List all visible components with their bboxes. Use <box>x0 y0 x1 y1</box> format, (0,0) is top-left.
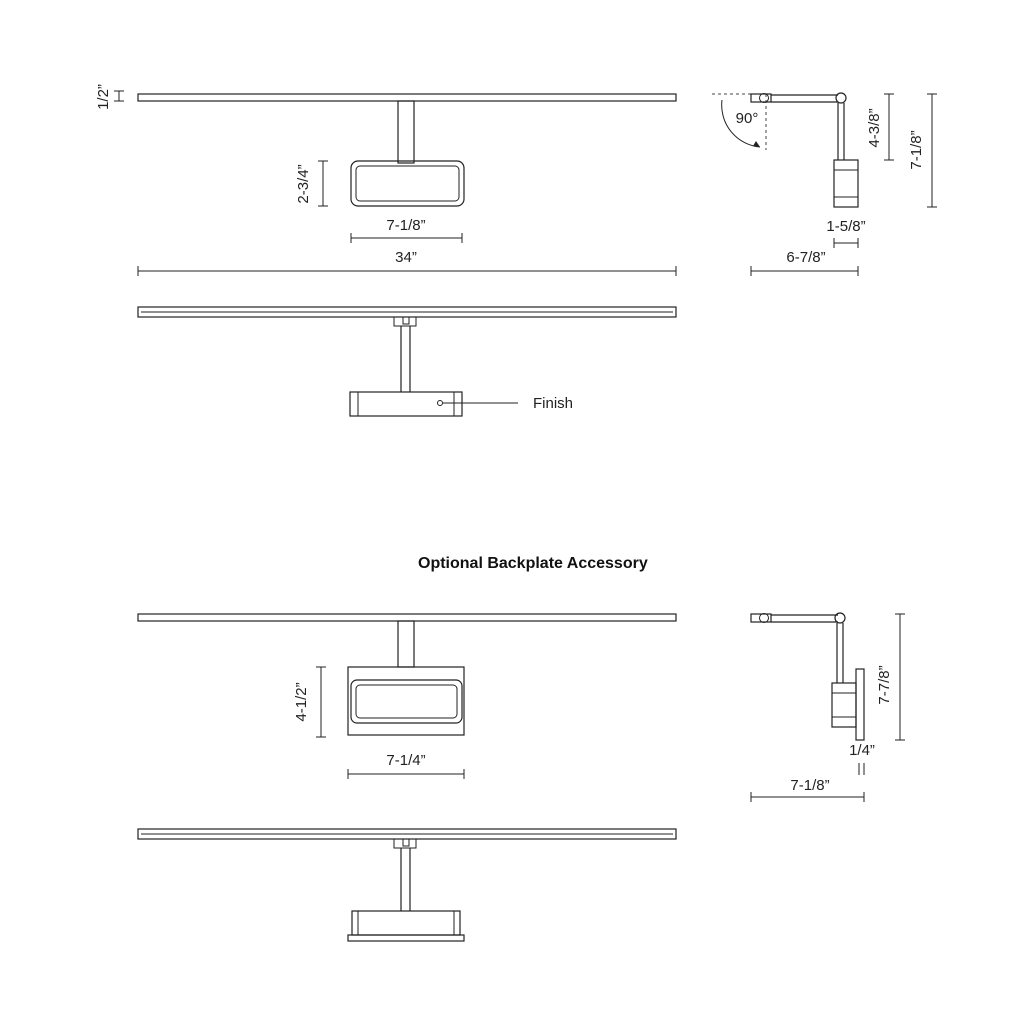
head-depth-label: 1-5/8” <box>826 218 865 235</box>
bar-thickness-label: 1/2” <box>95 84 112 110</box>
rear-view: Finish <box>137 306 677 417</box>
acc-side-backplate <box>855 668 865 741</box>
accessory-title: Optional Backplate Accessory <box>418 555 648 572</box>
arm-pivot <box>835 92 847 104</box>
dim-backplate-width: 7-1/4” <box>347 752 465 779</box>
rear-head <box>349 391 463 417</box>
dim-head-height: 2-3/4” <box>295 160 328 207</box>
dim-acc-projection: 7-1/8” <box>750 777 865 802</box>
head-height-label: 2-3/4” <box>295 164 312 203</box>
mount-head-inner <box>355 165 460 202</box>
acc-overall-height-label: 7-7/8” <box>876 665 893 704</box>
dim-bar-thickness: 1/2” <box>95 84 124 110</box>
front-view <box>137 93 677 207</box>
overall-length-label: 34” <box>395 249 417 266</box>
dim-backplate-depth: 1/4” <box>849 742 875 775</box>
dim-acc-overall-height: 7-7/8” <box>876 613 905 741</box>
backplate-width-label: 7-1/4” <box>386 752 425 769</box>
side-head <box>833 159 859 208</box>
dim-backplate-height: 4-1/2” <box>293 666 326 738</box>
backplate <box>347 666 465 736</box>
finish-label: Finish <box>533 395 573 412</box>
head-width-label: 7-1/8” <box>386 217 425 234</box>
acc-rear-backplate <box>347 934 465 942</box>
acc-side-head <box>831 682 857 728</box>
arm-drop-label: 4-3/8” <box>866 108 883 147</box>
side-view: 90° <box>712 92 859 208</box>
dim-overall-height: 7-1/8” <box>908 93 937 208</box>
backplate-height-label: 4-1/2” <box>293 682 310 721</box>
backplate-depth-label: 1/4” <box>849 742 875 759</box>
light-bar <box>137 93 677 102</box>
overall-height-label: 7-1/8” <box>908 130 925 169</box>
dim-arm-drop: 4-3/8” <box>866 93 894 161</box>
acc-projection-label: 7-1/8” <box>790 777 829 794</box>
acc-arm-stem <box>397 620 415 668</box>
arm-stem <box>397 100 415 164</box>
acc-mount-head <box>350 679 463 724</box>
tilt-arc <box>721 99 761 148</box>
accessory-rear-view <box>137 828 677 942</box>
acc-light-bar <box>137 613 677 622</box>
accessory-front-view <box>137 613 677 736</box>
accessory-side-view <box>750 612 865 741</box>
acc-rear-head <box>351 910 461 936</box>
projection-label: 6-7/8” <box>786 249 825 266</box>
dim-overall-length: 34” <box>137 249 677 276</box>
mount-head <box>350 160 465 207</box>
dim-head-depth: 1-5/8” <box>826 218 866 248</box>
dim-projection: 6-7/8” <box>750 249 859 276</box>
tilt-angle-label: 90° <box>736 110 759 127</box>
dim-head-width: 7-1/8” <box>350 217 463 243</box>
